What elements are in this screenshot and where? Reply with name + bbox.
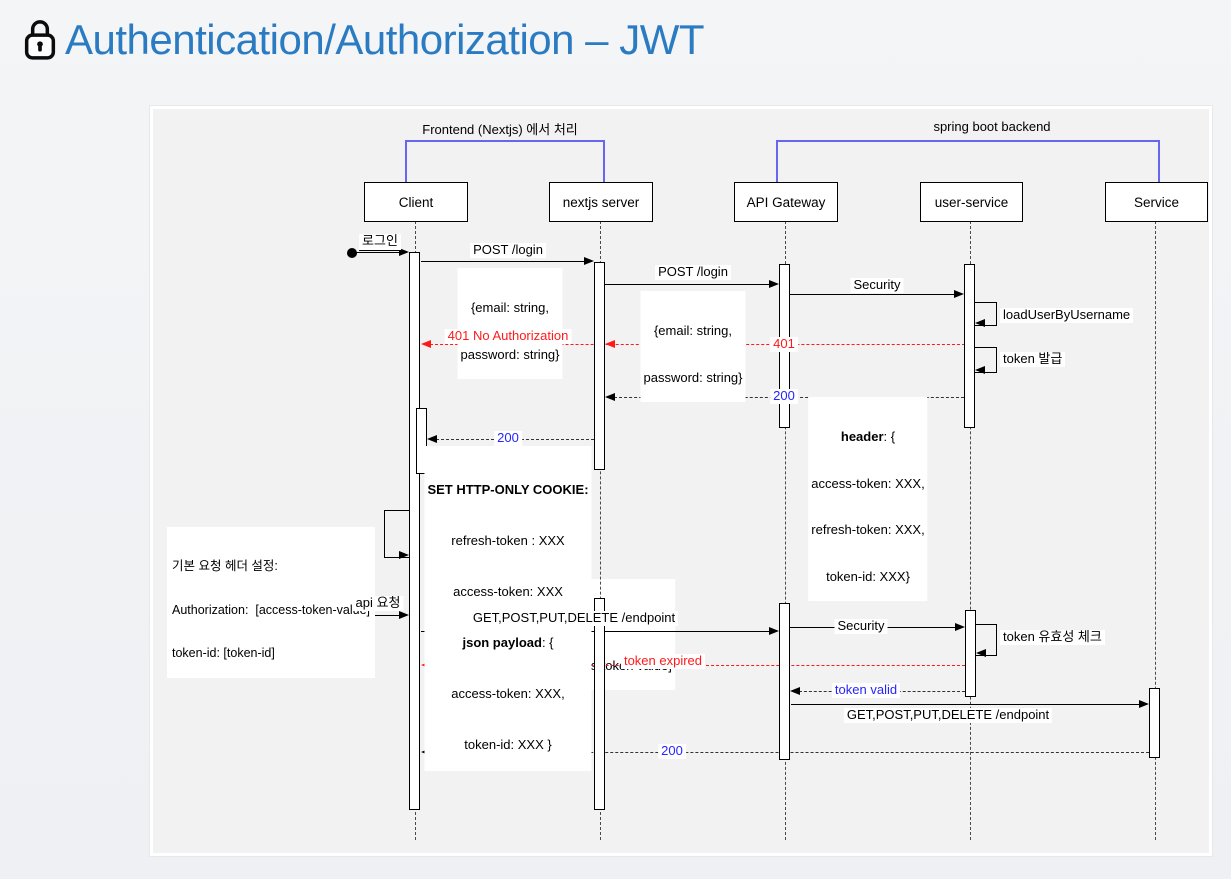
msg-200-final-label: 200 xyxy=(658,743,686,759)
actor-box-service: Service xyxy=(1105,182,1208,222)
actor-label-api-gateway: API Gateway xyxy=(746,194,826,210)
self-loop-load-user xyxy=(975,302,997,326)
lifeline-user-service xyxy=(970,221,971,840)
arrowhead-right xyxy=(955,623,965,631)
activation-service-1 xyxy=(1149,688,1160,758)
body-line: password: string} xyxy=(460,346,560,362)
block-line: access-token: XXX, xyxy=(451,686,565,701)
response-header-block: header: { access-token: XXX, refresh-tok… xyxy=(808,397,928,601)
arrowhead-left-red xyxy=(605,340,615,348)
arrowhead-left xyxy=(427,435,437,443)
arrowhead-right xyxy=(769,280,779,288)
body-line: {email: string, xyxy=(470,300,550,315)
arrowhead-left xyxy=(975,366,985,374)
arrowhead-right xyxy=(584,257,594,265)
msg-200-gateway-label: 200 xyxy=(770,388,798,404)
actor-label-service: Service xyxy=(1133,194,1179,210)
activation-client-1 xyxy=(409,252,420,810)
msg-endpoint-2-label: GET,POST,PUT,DELETE /endpoint xyxy=(843,707,1053,723)
actor-box-user-service: user-service xyxy=(920,182,1023,222)
note-line: Authorization: [access-token-value] xyxy=(172,602,371,617)
block-line: token-id: XXX } xyxy=(464,737,552,752)
msg-login-label: 로그인 xyxy=(359,233,401,251)
msg-load-user-label: loadUserByUsername xyxy=(1000,307,1134,323)
msg-401-no-auth-label: 401 No Authorization xyxy=(444,328,572,344)
note-line: token-id: [token-id] xyxy=(172,646,275,660)
arrowhead-left xyxy=(975,319,985,327)
msg-api-request-label: api 요청 xyxy=(352,595,404,611)
arrowhead-right xyxy=(399,551,409,559)
arrowhead-right xyxy=(954,290,964,298)
block-line: json payload: { xyxy=(462,635,554,650)
msg-token-valid-label: token valid xyxy=(831,682,901,698)
actor-box-client: Client xyxy=(364,182,468,222)
set-cookie-block: SET HTTP-ONLY COOKIE: refresh-token : XX… xyxy=(424,446,592,771)
activation-api-gateway-2 xyxy=(779,603,790,760)
found-message-dot xyxy=(347,248,357,258)
msg-token-issue-label: token 발급 xyxy=(1000,351,1066,367)
diagram-panel xyxy=(150,106,1212,856)
msg-post-login-line xyxy=(421,261,584,262)
activation-user-service-1 xyxy=(964,264,975,428)
msg-post-login-2-label: POST /login xyxy=(655,264,731,280)
msg-login-line xyxy=(352,252,399,253)
msg-200-client-label: 200 xyxy=(494,430,522,446)
block-line: refresh-token: XXX, xyxy=(811,522,925,537)
arrowhead-right xyxy=(399,248,409,256)
actor-box-nextjs-server: nextjs server xyxy=(549,182,653,222)
actor-label-user-service: user-service xyxy=(934,194,1009,210)
activation-user-service-2 xyxy=(965,610,976,697)
activation-client-2 xyxy=(416,408,427,474)
msg-post-login-label: POST /login xyxy=(470,242,546,258)
arrowhead-right xyxy=(399,611,409,619)
msg-api-request-line xyxy=(352,615,399,616)
msg-security-2-label: Security xyxy=(834,618,888,634)
self-loop-token-issue xyxy=(975,347,997,373)
lifeline-nextjs-server xyxy=(600,221,601,840)
lifeline-service xyxy=(1155,221,1156,840)
lifeline-api-gateway xyxy=(785,221,786,840)
msg-post-login-body: {email: string, password: string} xyxy=(457,268,563,379)
msg-token-check-label: token 유효성 체크 xyxy=(1000,629,1105,645)
msg-token-expired-label: token expired xyxy=(620,653,706,669)
msg-401-label: 401 xyxy=(770,336,798,352)
msg-post-login-2-line xyxy=(605,284,769,285)
default-header-note: 기본 요청 헤더 설정: Authorization: [access-toke… xyxy=(167,527,376,678)
body-line: {email: string, xyxy=(653,323,733,338)
activation-nextjs-2 xyxy=(594,598,605,810)
msg-security-line xyxy=(790,294,954,295)
block-line: token-id: XXX} xyxy=(826,568,910,584)
backend-group-bracket xyxy=(776,140,1160,184)
self-loop-default-header xyxy=(384,510,410,558)
arrowhead-left xyxy=(976,649,986,657)
msg-post-login-2-body: {email: string, password: string} xyxy=(640,291,746,402)
page-header: Authentication/Authorization – JWT xyxy=(20,16,705,64)
block-line: header: { xyxy=(840,429,896,444)
block-line: refresh-token : XXX xyxy=(451,533,565,548)
arrowhead-right xyxy=(769,627,779,635)
arrowhead-left-red xyxy=(421,340,431,348)
self-loop-token-check xyxy=(976,624,997,656)
body-line: password: string} xyxy=(643,369,743,385)
block-line: access-token: XXX xyxy=(453,584,563,599)
arrowhead-left xyxy=(790,687,800,695)
frontend-group-label: Frontend (Nextjs) 에서 처리 xyxy=(422,122,578,137)
lock-icon xyxy=(20,17,60,63)
msg-endpoint-label: GET,POST,PUT,DELETE /endpoint xyxy=(469,610,679,626)
actor-box-api-gateway: API Gateway xyxy=(734,182,838,222)
block-line: SET HTTP-ONLY COOKIE: xyxy=(427,482,589,497)
block-line: access-token: XXX, xyxy=(811,475,925,491)
arrowhead-left xyxy=(605,393,615,401)
actor-label-nextjs-server: nextjs server xyxy=(562,194,640,210)
msg-security-label: Security xyxy=(850,277,904,293)
arrowhead-right xyxy=(1139,700,1149,708)
actor-label-client: Client xyxy=(398,194,434,210)
msg-endpoint-2-line xyxy=(791,704,1139,705)
page-title: Authentication/Authorization – JWT xyxy=(65,16,705,63)
note-line: 기본 요청 헤더 설정: xyxy=(172,559,278,573)
frontend-group-bracket xyxy=(405,140,605,184)
backend-group-label: spring boot backend xyxy=(933,119,1051,134)
activation-nextjs-1 xyxy=(594,262,605,470)
